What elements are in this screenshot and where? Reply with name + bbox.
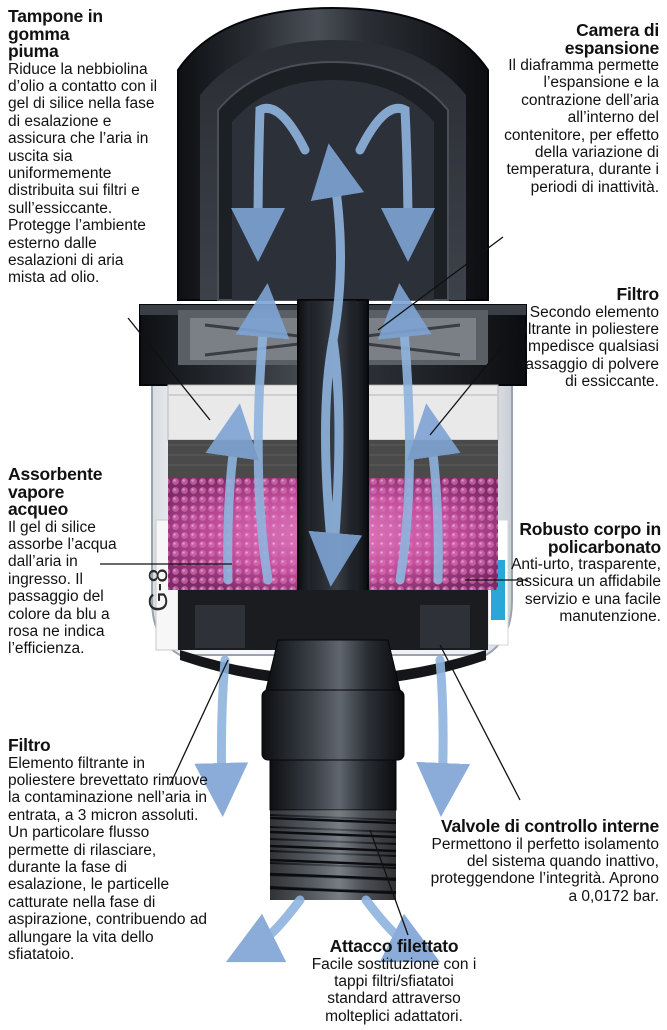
callout-tampone: Tampone in gomma piuma Riduce la nebbiol…	[8, 8, 158, 287]
callout-camera-text: Il diaframma permette l’espansione e la …	[504, 57, 659, 196]
callout-attacco-text: Facile sostituzione con i tappi filtri/s…	[312, 956, 477, 1025]
callout-tampone-text: Riduce la nebbiolina d’olio a contatto c…	[8, 61, 157, 287]
callout-filtro-primo-text: Elemento filtrante in poliestere brevett…	[8, 755, 208, 963]
threaded-fitting	[262, 640, 404, 900]
expansion-cap	[178, 8, 488, 300]
callout-filtro-primo-title: Filtro	[8, 737, 208, 755]
callout-filtro-secondo: Filtro Secondo elemento filtrante in pol…	[514, 286, 659, 391]
callout-valvole-text: Permettono il perfetto isolamento del si…	[431, 836, 659, 905]
callout-robusto-title: Robusto corpo in policarbonato	[491, 521, 661, 556]
callout-assorbente-title: Assorbente vapore acqueo	[8, 466, 126, 519]
callout-robusto: Robusto corpo in policarbonato Anti-urto…	[491, 521, 661, 626]
callout-camera-title: Camera di espansione	[484, 22, 659, 57]
callout-filtro-primo: Filtro Elemento filtrante in poliestere …	[8, 737, 208, 963]
callout-valvole: Valvole di controllo interne Permettono …	[429, 818, 659, 905]
callout-valvole-title: Valvole di controllo interne	[429, 818, 659, 836]
callout-assorbente: Assorbente vapore acqueo Il gel di silic…	[8, 466, 126, 658]
callout-filtro-secondo-text: Secondo elemento filtrante in poliestere…	[517, 304, 659, 391]
callout-robusto-text: Anti-urto, trasparente, assicura un affi…	[511, 556, 661, 625]
callout-attacco-title: Attacco filettato	[305, 938, 483, 956]
callout-assorbente-text: Il gel di silice assorbe l’acqua dall’ar…	[8, 519, 117, 658]
callout-tampone-title: Tampone in gomma piuma	[8, 8, 118, 61]
callout-camera: Camera di espansione Il diaframma permet…	[484, 22, 659, 196]
callout-filtro-secondo-title: Filtro	[514, 286, 659, 304]
callout-attacco: Attacco filettato Facile sostituzione co…	[305, 938, 483, 1025]
